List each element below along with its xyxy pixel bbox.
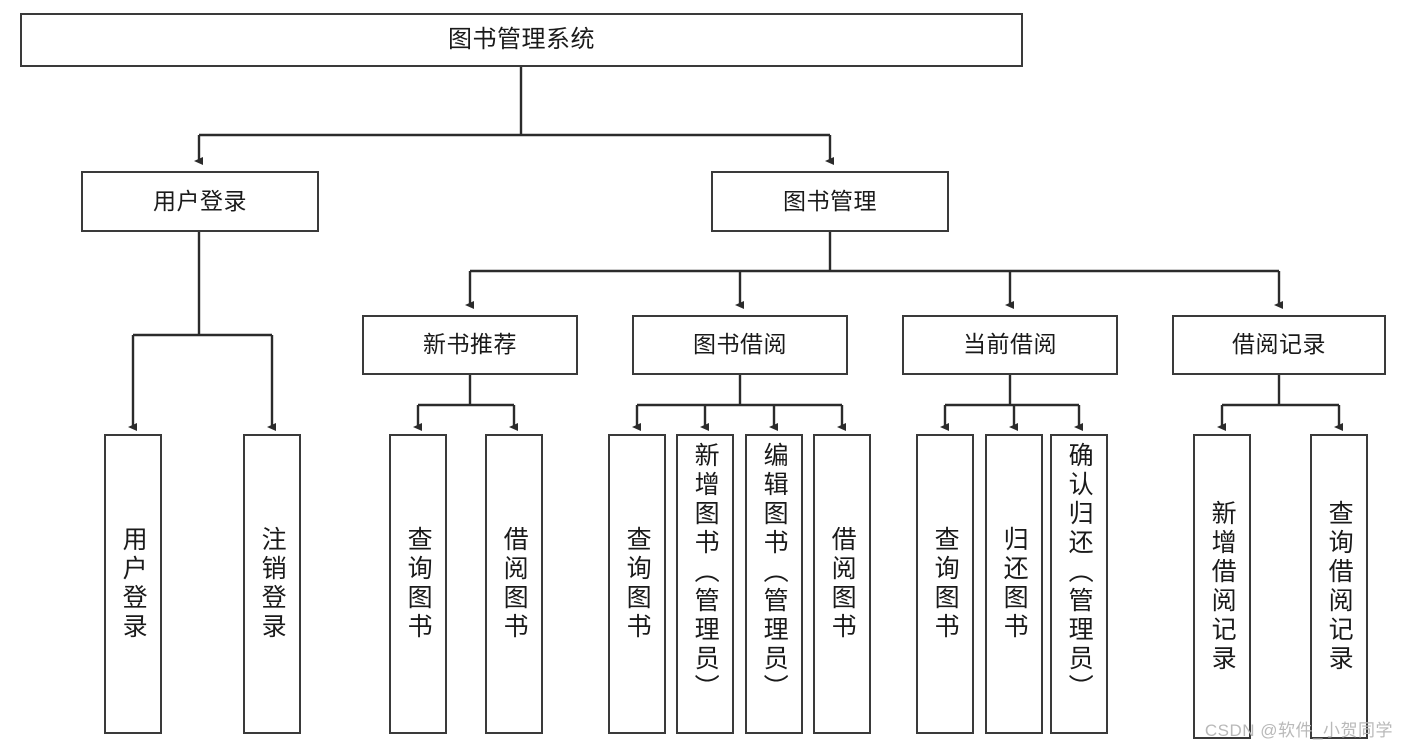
node-label: 用户登录 (153, 187, 247, 214)
leaf-borrow-book-recommend[interactable]: 借阅图书 (485, 434, 543, 734)
leaf-borrow-book[interactable]: 借阅图书 (813, 434, 871, 734)
leaf-query-book[interactable]: 查询图书 (608, 434, 666, 734)
node-book-management[interactable]: 图书管理 (711, 171, 949, 232)
node-label: 注销登录 (258, 526, 287, 642)
node-label: 新增借阅记录 (1208, 499, 1237, 674)
leaf-edit-book-admin[interactable]: 编辑图书（管理员） (745, 434, 803, 734)
leaf-add-borrow-record[interactable]: 新增借阅记录 (1193, 434, 1251, 739)
leaf-add-book-admin[interactable]: 新增图书（管理员） (676, 434, 734, 734)
leaf-query-book-current[interactable]: 查询图书 (916, 434, 974, 734)
leaf-query-borrow-record[interactable]: 查询借阅记录 (1310, 434, 1368, 739)
node-borrow-record[interactable]: 借阅记录 (1172, 315, 1386, 375)
node-label: 编辑图书（管理员） (760, 442, 789, 703)
node-label: 借阅图书 (828, 526, 857, 642)
node-new-book-recommend[interactable]: 新书推荐 (362, 315, 578, 375)
node-user-login[interactable]: 用户登录 (81, 171, 319, 232)
node-label: 图书管理 (783, 187, 877, 214)
node-label: 查询图书 (404, 526, 433, 642)
node-label: 新书推荐 (423, 331, 517, 358)
leaf-query-book-recommend[interactable]: 查询图书 (389, 434, 447, 734)
node-label: 当前借阅 (963, 331, 1057, 358)
node-label: 查询图书 (623, 526, 652, 642)
leaf-return-book[interactable]: 归还图书 (985, 434, 1043, 734)
node-label: 确认归还（管理员） (1065, 442, 1094, 703)
node-root-system[interactable]: 图书管理系统 (20, 13, 1023, 67)
node-label: 图书借阅 (693, 331, 787, 358)
node-current-borrow[interactable]: 当前借阅 (902, 315, 1118, 375)
node-label: 借阅图书 (500, 526, 529, 642)
watermark-credit: CSDN @软件_小贺同学 (1204, 721, 1393, 740)
node-label: 图书管理系统 (448, 25, 595, 53)
node-label: 借阅记录 (1232, 331, 1326, 358)
leaf-confirm-return-admin[interactable]: 确认归还（管理员） (1050, 434, 1108, 734)
node-label: 新增图书（管理员） (691, 442, 720, 703)
node-label: 归还图书 (1000, 526, 1029, 642)
node-book-borrow[interactable]: 图书借阅 (632, 315, 848, 375)
node-label: 查询图书 (931, 526, 960, 642)
node-label: 查询借阅记录 (1325, 499, 1354, 674)
leaf-logout[interactable]: 注销登录 (243, 434, 301, 734)
node-label: 用户登录 (119, 526, 148, 642)
leaf-user-login[interactable]: 用户登录 (104, 434, 162, 734)
